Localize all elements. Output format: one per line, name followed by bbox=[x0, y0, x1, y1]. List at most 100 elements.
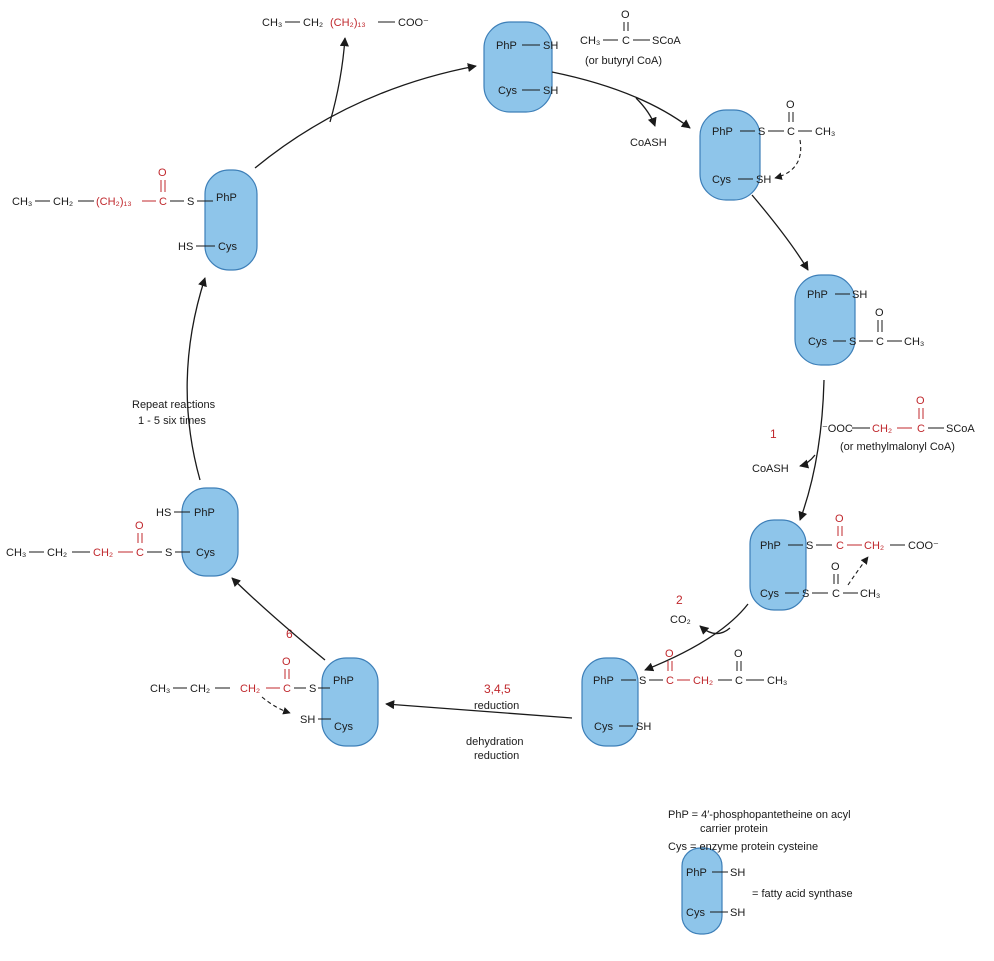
palmitoyl-chain: (CH₂)₁₃ bbox=[96, 196, 132, 208]
malonyl-o: O bbox=[916, 395, 925, 407]
acetyl-ch3: CH₃ bbox=[815, 126, 835, 138]
carbonyl-c: C bbox=[876, 336, 884, 348]
sh-label: SH bbox=[543, 40, 558, 52]
thioester-s: S bbox=[758, 126, 765, 138]
sh-label: SH bbox=[756, 174, 771, 186]
thioester-s: S bbox=[165, 547, 172, 559]
php-label: PhP bbox=[712, 126, 733, 138]
php-label: PhP bbox=[216, 192, 237, 204]
carbonyl-c: C bbox=[136, 547, 144, 559]
carbonyl-c: C bbox=[735, 675, 743, 687]
php-label: PhP bbox=[333, 675, 354, 687]
ketoacyl-ch2: CH₂ bbox=[693, 675, 713, 687]
sh-label: SH bbox=[300, 714, 315, 726]
enzyme-acetyl-php bbox=[699, 109, 761, 201]
malonyl-ch2: CH₂ bbox=[864, 540, 884, 552]
thioester-s: S bbox=[309, 683, 316, 695]
butyryl-ch2: CH₂ bbox=[190, 683, 210, 695]
coash-out: CoASH bbox=[752, 463, 789, 475]
step-3-4-5: 3,4,5 bbox=[484, 682, 511, 696]
enzyme-condensing bbox=[749, 519, 807, 611]
thioester-s: S bbox=[639, 675, 646, 687]
malonyl-c: C bbox=[917, 423, 925, 435]
malonyl-scoa: SCoA bbox=[946, 423, 975, 435]
methylmalonyl-alt: (or methylmalonyl CoA) bbox=[840, 441, 955, 453]
carbonyl-o: O bbox=[734, 648, 743, 660]
carbonyl-o: O bbox=[135, 520, 144, 532]
reduction-label-2: reduction bbox=[474, 750, 519, 762]
carbonyl-c: C bbox=[666, 675, 674, 687]
carbonyl-c: C bbox=[283, 683, 291, 695]
malonyl-ooc: ⁻OOC bbox=[822, 423, 853, 435]
cys-label: Cys bbox=[686, 907, 705, 919]
cys-label: Cys bbox=[808, 336, 827, 348]
palmitate-ch2: CH₂ bbox=[303, 17, 323, 29]
sh-label: SH bbox=[543, 85, 558, 97]
carbonyl-c: C bbox=[836, 540, 844, 552]
carbonyl-o: O bbox=[835, 513, 844, 525]
dehydration-label: dehydration bbox=[466, 736, 524, 748]
legend-fatty-acid-synthase: = fatty acid synthase bbox=[752, 888, 853, 900]
butyryl-ch2-red: CH₂ bbox=[240, 683, 260, 695]
reduction-label: reduction bbox=[474, 700, 519, 712]
acetyl-ch3: CH₃ bbox=[860, 588, 880, 600]
enzyme-legend bbox=[681, 847, 723, 935]
legend-php-definition: PhP = 4′-phosphopantetheine on acyl bbox=[668, 809, 851, 821]
acetyl-ch3: CH₃ bbox=[904, 336, 924, 348]
butyryl-ch2: CH₂ bbox=[47, 547, 67, 559]
sh-label: SH bbox=[636, 721, 651, 733]
step-2: 2 bbox=[676, 593, 683, 607]
enzyme-acetyl-cys bbox=[794, 274, 856, 366]
repeat-line-2: 1 - 5 six times bbox=[138, 415, 206, 427]
cys-label: Cys bbox=[594, 721, 613, 733]
co2-out: CO₂ bbox=[670, 614, 691, 626]
acetyl-o: O bbox=[621, 9, 630, 21]
legend-php-definition-2: carrier protein bbox=[700, 823, 768, 835]
carbonyl-c: C bbox=[832, 588, 840, 600]
sh-label: SH bbox=[852, 289, 867, 301]
enzyme-butyryl-reducing bbox=[321, 657, 379, 747]
enzyme-top bbox=[483, 21, 553, 113]
carbonyl-o: O bbox=[875, 307, 884, 319]
sh-label: SH bbox=[730, 907, 745, 919]
php-label: PhP bbox=[194, 507, 215, 519]
php-label: PhP bbox=[593, 675, 614, 687]
thioester-s: S bbox=[802, 588, 809, 600]
palmitoyl-ch2: CH₂ bbox=[53, 196, 73, 208]
acetyl-scoa: SCoA bbox=[652, 35, 681, 47]
butyryl-ch3: CH₃ bbox=[150, 683, 170, 695]
thioester-s: S bbox=[187, 196, 194, 208]
butyryl-ch2-red: CH₂ bbox=[93, 547, 113, 559]
thioester-s: S bbox=[849, 336, 856, 348]
carbonyl-o: O bbox=[282, 656, 291, 668]
ketoacyl-ch3: CH₃ bbox=[767, 675, 787, 687]
butyryl-ch3: CH₃ bbox=[6, 547, 26, 559]
malonyl-ch2: CH₂ bbox=[872, 423, 892, 435]
palmitate-chain: (CH₂)₁₃ bbox=[330, 17, 366, 29]
cys-label: Cys bbox=[712, 174, 731, 186]
palmitate-carboxylate: COO⁻ bbox=[398, 17, 429, 29]
carbonyl-o: O bbox=[786, 99, 795, 111]
acetyl-ch3: CH₃ bbox=[580, 35, 600, 47]
carbonyl-c: C bbox=[787, 126, 795, 138]
thioester-s: S bbox=[806, 540, 813, 552]
carboxylate: COO⁻ bbox=[908, 540, 939, 552]
php-label: PhP bbox=[686, 867, 707, 879]
cys-label: Cys bbox=[218, 241, 237, 253]
hs-label: HS bbox=[178, 241, 193, 253]
enzyme-butyryl bbox=[181, 487, 239, 577]
step-6: 6 bbox=[286, 627, 293, 641]
carbonyl-o: O bbox=[665, 648, 674, 660]
butyryl-coa-alt: (or butyryl CoA) bbox=[585, 55, 662, 67]
php-label: PhP bbox=[807, 289, 828, 301]
acetyl-carbonyl-c: C bbox=[622, 35, 630, 47]
enzyme-palmitoyl bbox=[204, 169, 258, 271]
step-1: 1 bbox=[770, 427, 777, 441]
cys-label: Cys bbox=[498, 85, 517, 97]
cys-label: Cys bbox=[196, 547, 215, 559]
sh-label: SH bbox=[730, 867, 745, 879]
php-label: PhP bbox=[496, 40, 517, 52]
palmitoyl-ch3: CH₃ bbox=[12, 196, 32, 208]
legend-cys-definition: Cys = enzyme protein cysteine bbox=[668, 841, 818, 853]
